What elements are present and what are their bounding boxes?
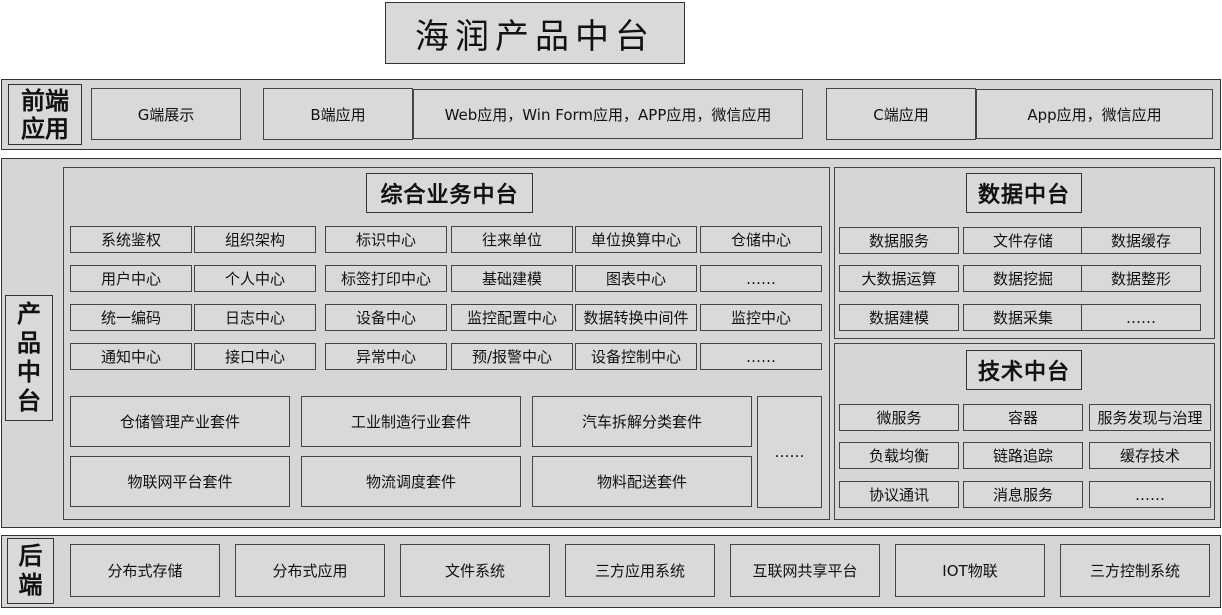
product-label: 产 品 中 台 — [5, 295, 53, 421]
b-apps-box: Web应用，Win Form应用，APP应用，微信应用 — [413, 89, 803, 139]
frontend-label-line1: 前端 — [21, 86, 69, 115]
data-platform-title-text: 数据中台 — [977, 183, 1070, 208]
data-module-cell: …… — [1081, 304, 1201, 331]
b-end-box: B端应用 — [263, 88, 413, 140]
page-title: 海润产品中台 — [385, 2, 685, 64]
backend-item: 文件系统 — [400, 544, 550, 597]
backend-item: 分布式应用 — [235, 544, 385, 597]
industry-suite-cell: 物联网平台套件 — [70, 456, 290, 507]
data-module-cell: 文件存储 — [963, 227, 1083, 254]
backend-item: 三方应用系统 — [565, 544, 715, 597]
business-module-cell: 日志中心 — [194, 304, 316, 331]
tech-module-cell: 微服务 — [839, 404, 959, 431]
tech-platform-title: 技术中台 — [966, 350, 1082, 390]
frontend-label: 前端 应用 — [8, 84, 82, 145]
tech-module-cell: 服务发现与治理 — [1089, 404, 1211, 431]
c-apps-box: App应用，微信应用 — [976, 89, 1213, 139]
business-module-cell: 仓储中心 — [700, 226, 822, 253]
g-end-label: G端展示 — [137, 105, 195, 124]
backend-label-line1: 后 — [18, 542, 43, 570]
business-module-cell: 数据转换中间件 — [575, 304, 697, 331]
b-end-label: B端应用 — [310, 105, 366, 124]
data-module-cell: 数据服务 — [839, 227, 959, 254]
business-module-cell: 组织架构 — [194, 226, 316, 253]
business-module-cell: 用户中心 — [70, 265, 192, 292]
industry-suite-cell: 汽车拆解分类套件 — [532, 396, 752, 447]
tech-module-cell: 缓存技术 — [1089, 442, 1211, 469]
page-title-text: 海润产品中台 — [415, 16, 655, 57]
tech-module-cell: …… — [1089, 481, 1211, 508]
c-apps-label: App应用，微信应用 — [1027, 105, 1162, 124]
backend-item: 分布式存储 — [70, 544, 220, 597]
tech-platform-title-text: 技术中台 — [977, 360, 1070, 385]
backend-label-line2: 端 — [18, 571, 43, 599]
business-module-cell: 单位换算中心 — [575, 226, 697, 253]
business-module-cell: 标识中心 — [325, 226, 447, 253]
tech-module-cell: 容器 — [963, 404, 1083, 431]
data-module-cell: 数据整形 — [1081, 265, 1201, 292]
data-module-cell: 数据缓存 — [1081, 227, 1201, 254]
business-module-cell: 通知中心 — [70, 343, 192, 370]
suites-more-box: …… — [757, 396, 822, 508]
backend-label: 后 端 — [7, 538, 54, 604]
data-module-cell: 数据建模 — [839, 304, 959, 331]
data-platform-title: 数据中台 — [966, 173, 1082, 213]
business-module-cell: 统一编码 — [70, 304, 192, 331]
business-module-cell: 异常中心 — [325, 343, 447, 370]
frontend-label-line2: 应用 — [21, 114, 69, 143]
tech-module-cell: 链路追踪 — [963, 442, 1083, 469]
business-module-cell: …… — [700, 343, 822, 370]
business-platform-title-text: 综合业务中台 — [380, 183, 519, 208]
suites-more-label: …… — [774, 443, 805, 461]
c-end-label: C端应用 — [873, 105, 929, 124]
business-module-cell: 图表中心 — [575, 265, 697, 292]
business-module-cell: 基础建模 — [451, 265, 573, 292]
business-module-cell: 预/报警中心 — [451, 343, 573, 370]
data-module-cell: 大数据运算 — [839, 265, 959, 292]
business-platform-title: 综合业务中台 — [366, 173, 533, 213]
backend-item: 三方控制系统 — [1060, 544, 1210, 597]
g-end-box: G端展示 — [91, 88, 241, 140]
business-module-cell: 设备控制中心 — [575, 343, 697, 370]
product-label-line3: 中 — [17, 358, 41, 386]
business-module-cell: 监控中心 — [700, 304, 822, 331]
product-label-line1: 产 — [17, 300, 41, 328]
tech-module-cell: 协议通讯 — [839, 481, 959, 508]
business-module-cell: 系统鉴权 — [70, 226, 192, 253]
business-module-cell: 个人中心 — [194, 265, 316, 292]
business-module-cell: …… — [700, 265, 822, 292]
industry-suite-cell: 物流调度套件 — [301, 456, 521, 507]
business-module-cell: 标签打印中心 — [325, 265, 447, 292]
tech-module-cell: 消息服务 — [963, 481, 1083, 508]
industry-suite-cell: 工业制造行业套件 — [301, 396, 521, 447]
product-label-line2: 品 — [17, 329, 41, 357]
c-end-box: C端应用 — [826, 88, 976, 140]
b-apps-label: Web应用，Win Form应用，APP应用，微信应用 — [444, 105, 772, 124]
business-module-cell: 设备中心 — [325, 304, 447, 331]
industry-suite-cell: 仓储管理产业套件 — [70, 396, 290, 447]
data-module-cell: 数据挖掘 — [963, 265, 1083, 292]
data-module-cell: 数据采集 — [963, 304, 1083, 331]
backend-item: IOT物联 — [895, 544, 1045, 597]
business-module-cell: 往来单位 — [451, 226, 573, 253]
business-module-cell: 接口中心 — [194, 343, 316, 370]
industry-suite-cell: 物料配送套件 — [532, 456, 752, 507]
business-module-cell: 监控配置中心 — [451, 304, 573, 331]
backend-item: 互联网共享平台 — [730, 544, 880, 597]
tech-module-cell: 负载均衡 — [839, 442, 959, 469]
product-label-line4: 台 — [17, 387, 41, 415]
